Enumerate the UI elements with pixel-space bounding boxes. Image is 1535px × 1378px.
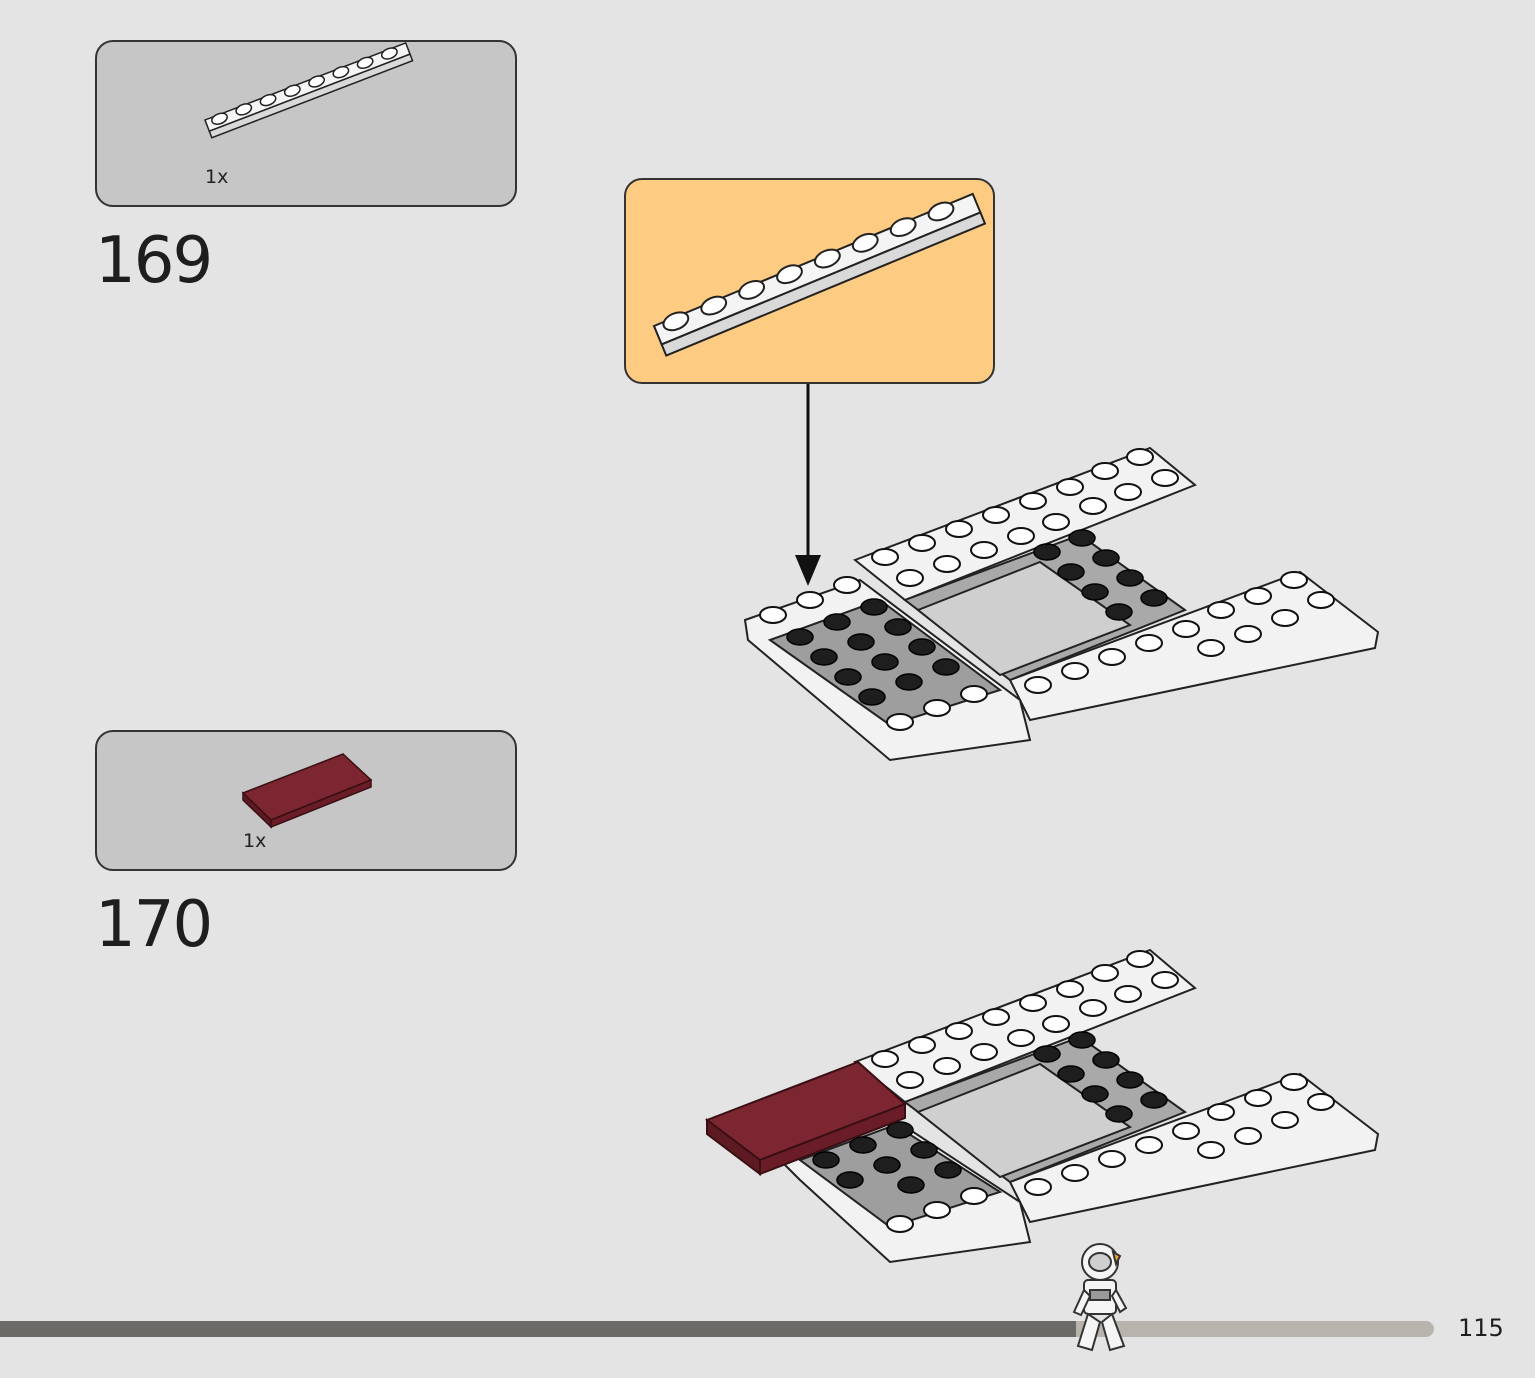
parts-list-step-170: 1x <box>95 730 517 871</box>
tile-2x4-icon <box>241 753 373 829</box>
page-number: 115 <box>1458 1314 1504 1342</box>
plate-1x8-icon <box>204 41 414 139</box>
parts-list-step-169: 1x <box>95 40 517 207</box>
part-quantity: 1x <box>205 166 229 188</box>
step-number: 170 <box>95 888 213 962</box>
part-quantity: 1x <box>243 830 267 852</box>
plate-1x8-icon <box>652 192 987 357</box>
step-number: 169 <box>95 224 213 298</box>
red-tile <box>704 1060 907 1177</box>
progress-bar <box>0 1321 1434 1337</box>
callout-box <box>624 178 995 384</box>
progress-fill <box>0 1321 1076 1337</box>
